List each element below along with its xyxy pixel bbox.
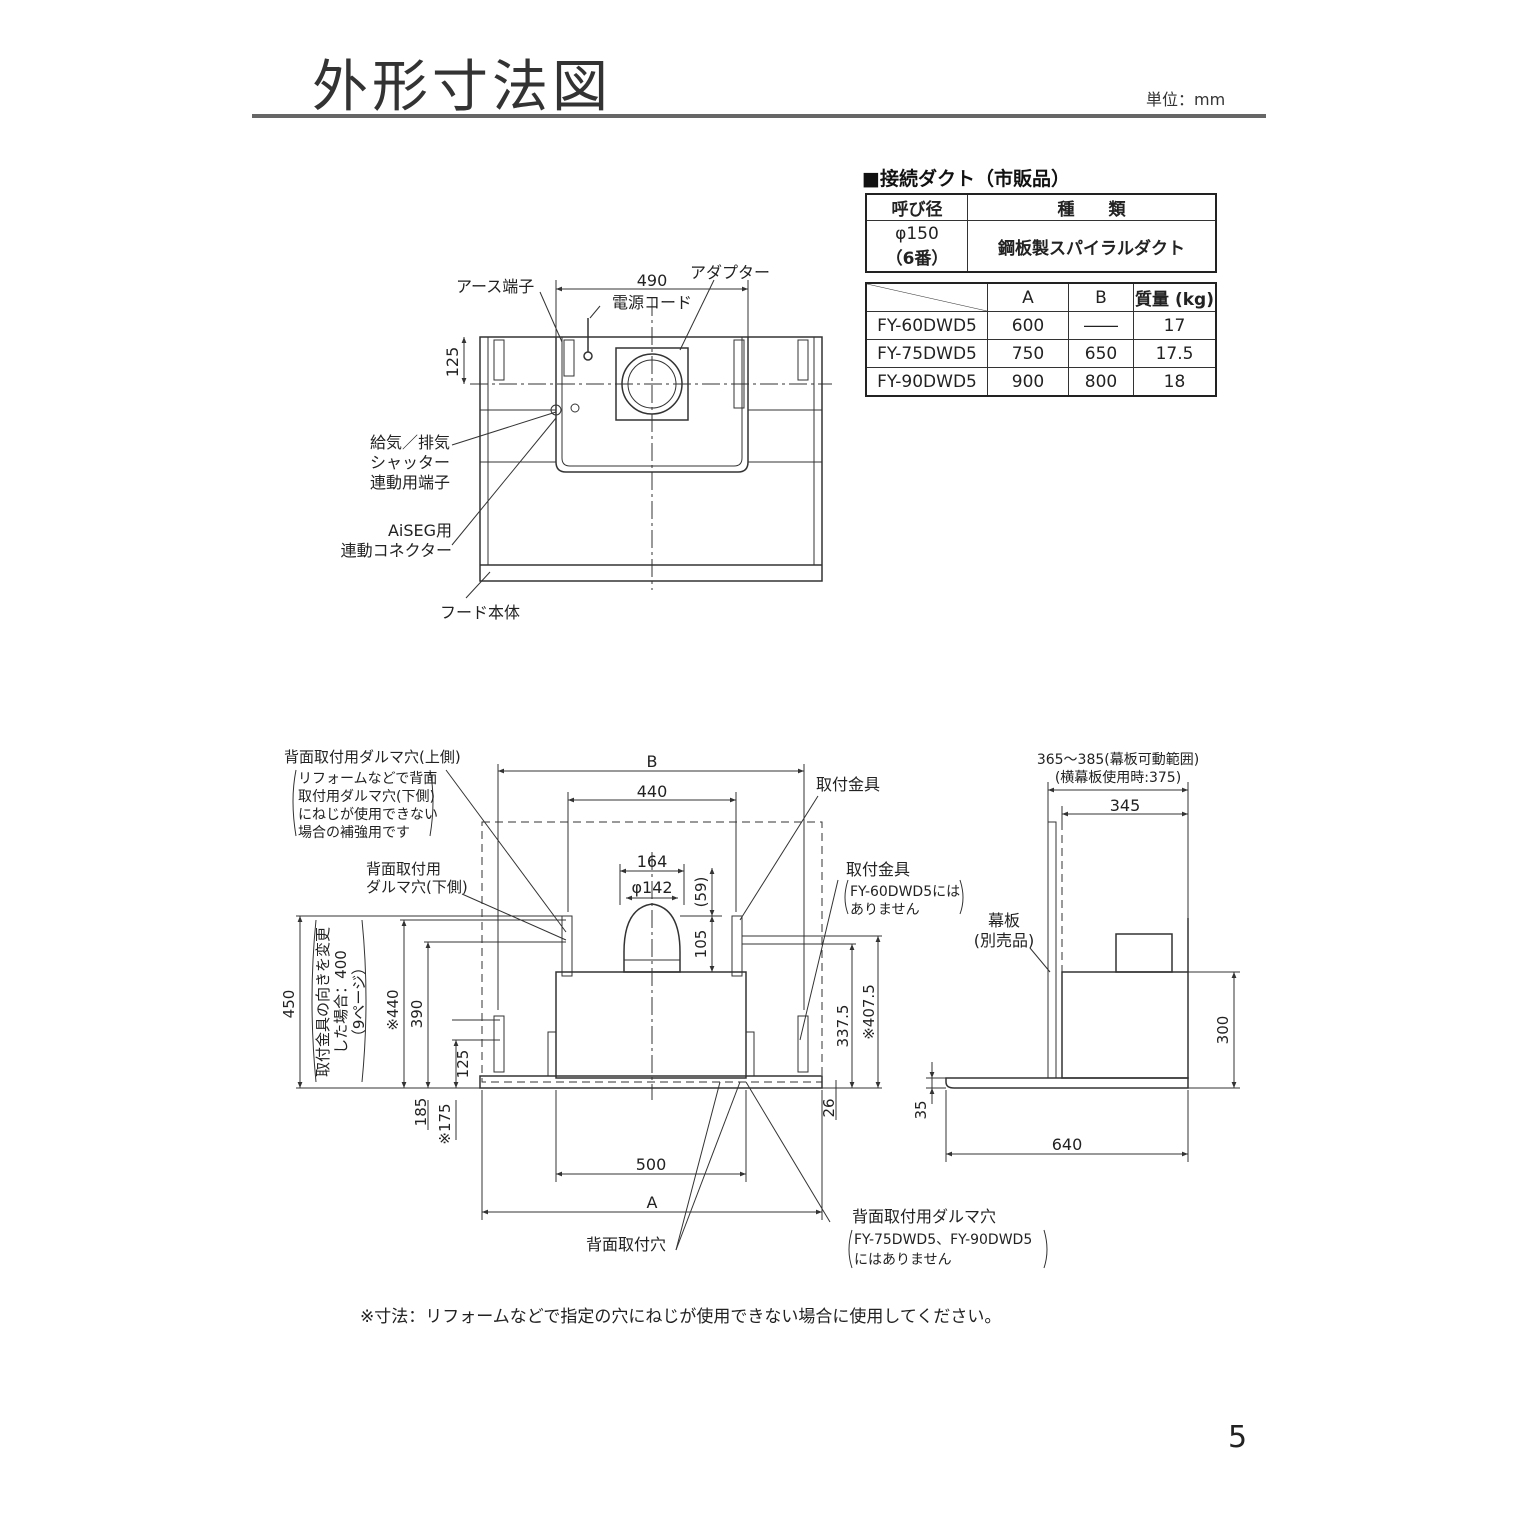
label-bracket: 取付金具 — [816, 775, 880, 794]
model-a: 900 — [987, 367, 1069, 397]
model-header-a: A — [987, 282, 1069, 312]
model-b: ―― — [1068, 311, 1134, 340]
model-name: FY-75DWD5 — [865, 339, 988, 368]
table-row: FY-90DWD5 900 800 18 — [865, 367, 1217, 397]
dim-phi142: φ142 — [631, 878, 672, 897]
duct-type: 鋼板製スパイラルダクト — [967, 220, 1217, 273]
dim-185: 185 — [412, 1098, 430, 1127]
label-aiseg-1: AiSEG用 — [388, 521, 452, 540]
duct-diameter: φ150 （6番） — [865, 220, 968, 273]
note-upper-2: 取付用ダルマ穴(下側) — [298, 789, 435, 805]
dim-b: B — [647, 752, 658, 771]
table-row: FY-75DWD5 750 650 17.5 — [865, 339, 1217, 368]
label-aiseg-2: 連動コネクター — [341, 541, 452, 560]
model-name: FY-90DWD5 — [865, 367, 988, 397]
label-lower-hole-1: 背面取付用 — [366, 860, 441, 878]
duct-table: 呼び径 種 類 φ150 （6番） 鋼板製スパイラルダクト — [865, 193, 1217, 273]
side-dim-640: 640 — [1052, 1135, 1083, 1154]
label-cord: 電源コード — [612, 293, 692, 312]
duct-diameter-line1: φ150 — [895, 223, 939, 244]
side-view — [926, 782, 1240, 1162]
dim-105: 105 — [692, 930, 710, 959]
dim-450: 450 — [280, 990, 298, 1019]
model-b: 800 — [1068, 367, 1134, 397]
model-weight: 18 — [1133, 367, 1217, 397]
label-back-hole: 背面取付用ダルマ穴 — [852, 1207, 996, 1226]
dim-390: 390 — [408, 1000, 426, 1029]
label-adapter: アダプター — [690, 263, 770, 282]
label-panel-1: 幕板 — [988, 911, 1020, 930]
side-dim-345: 345 — [1110, 796, 1141, 815]
note-bracket-2: ありません — [850, 902, 920, 918]
note-upper-1: リフォームなどで背面 — [298, 771, 437, 787]
model-a: 750 — [987, 339, 1069, 368]
front-view — [292, 764, 1048, 1269]
duct-diameter-line2: （6番） — [885, 248, 949, 269]
page-title: 外形寸法図 — [312, 55, 612, 120]
dim-500: 500 — [636, 1155, 667, 1174]
title-rule — [252, 114, 1266, 118]
top-dim-125: 125 — [443, 347, 462, 378]
dim-125: 125 — [454, 1050, 472, 1079]
duct-col-diameter: 呼び径 — [865, 193, 968, 221]
label-panel-2: (別売品) — [974, 931, 1035, 950]
label-upper-hole: 背面取付用ダルマ穴(上側) — [284, 748, 461, 766]
dim-440: 440 — [637, 782, 668, 801]
dim-a: A — [647, 1193, 658, 1212]
page-number: 5 — [1228, 1420, 1248, 1455]
label-shutter-2: シャッター — [370, 453, 450, 472]
note-rotate-3: （9ページ） — [350, 960, 368, 1044]
table-row: FY-60DWD5 600 ―― 17 — [865, 311, 1217, 340]
model-b: 650 — [1068, 339, 1134, 368]
dim-s440: ※440 — [384, 989, 402, 1030]
model-name: FY-60DWD5 — [865, 311, 988, 340]
note-back-hole-1: FY-75DWD5、FY-90DWD5 — [854, 1232, 1032, 1248]
top-dim-490: 490 — [637, 271, 668, 290]
model-header-weight: 質量 (kg) — [1133, 282, 1217, 312]
note-upper-4: 場合の補強用です — [298, 825, 410, 841]
side-dim-300: 300 — [1214, 1016, 1232, 1045]
label-earth: アース端子 — [456, 277, 534, 296]
dim-26: 26 — [820, 1098, 838, 1117]
dim-3375: 337.5 — [834, 1005, 852, 1048]
dim-164: 164 — [637, 852, 668, 871]
label-shutter-3: 連動用端子 — [370, 473, 450, 492]
note-rotate-2: した場合：400 — [332, 950, 350, 1054]
label-shutter-1: 給気／排気 — [370, 433, 450, 452]
label-hood: フード本体 — [440, 603, 520, 622]
model-weight: 17.5 — [1133, 339, 1217, 368]
note-bracket-1: FY-60DWD5には — [850, 884, 960, 900]
side-range-1: 365～385(幕板可動範囲) — [1037, 751, 1199, 768]
note-upper-3: にねじが使用できない — [298, 806, 438, 823]
label-lower-hole-2: ダルマ穴(下側) — [366, 878, 468, 896]
note-rotate-1: 取付金具の向きを変更 — [314, 927, 332, 1077]
label-back-mount: 背面取付穴 — [586, 1235, 666, 1254]
side-dim-35: 35 — [912, 1100, 930, 1119]
top-view — [451, 279, 832, 599]
side-range-2: (横幕板使用時:375) — [1055, 769, 1181, 786]
unit-label: 単位：mm — [1146, 90, 1226, 109]
model-a: 600 — [987, 311, 1069, 340]
footnote: ※寸法：リフォームなどで指定の穴にねじが使用できない場合に使用してください。 — [360, 1307, 1002, 1327]
dim-s175: ※175 — [436, 1103, 454, 1144]
label-bracket2: 取付金具 — [846, 860, 910, 879]
model-weight: 17 — [1133, 311, 1217, 340]
duct-heading: ■接続ダクト（市販品） — [862, 168, 1070, 190]
model-table: A B 質量 (kg) FY-60DWD5 600 ―― 17 FY-75DWD… — [865, 282, 1217, 397]
dim-s4075: ※407.5 — [860, 984, 878, 1040]
dim-59: (59) — [692, 877, 710, 908]
note-back-hole-2: にはありません — [854, 1252, 952, 1268]
